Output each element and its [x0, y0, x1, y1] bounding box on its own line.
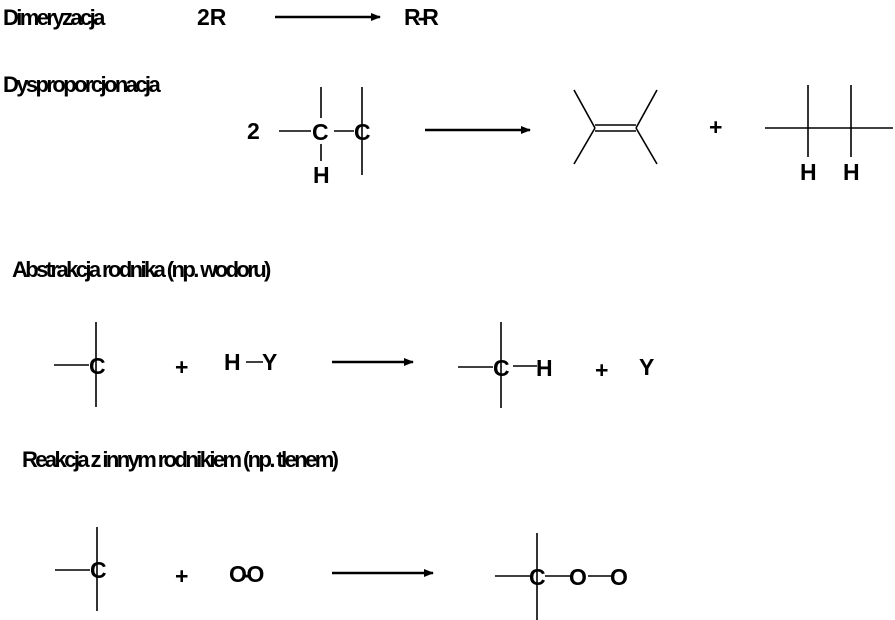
atom-h: H: [843, 159, 860, 185]
abstraction-title: Abstrakcja rodnika (np. wodoru): [12, 257, 271, 282]
coefficient-2: 2: [247, 118, 260, 144]
alkane-structure: H H: [765, 85, 893, 185]
plus-sign: +: [175, 563, 188, 589]
atom-o: O: [610, 564, 628, 590]
atom-c: C: [529, 564, 546, 590]
oxygen-molecule: O-O: [229, 561, 264, 587]
dimerization-title: Dimeryzacja: [3, 5, 106, 30]
radical-reaction-section: Reakcja z innym rodnikiem (np. tlenem) C…: [22, 447, 628, 620]
disproportionation-title: Dysproporcjonacja: [3, 72, 161, 97]
product-r-r: R-R: [404, 4, 439, 30]
disproportionation-section: Dysproporcjonacja 2 C C H + H H: [3, 72, 893, 188]
atom-h: H: [800, 159, 817, 185]
atom-o: O: [569, 564, 587, 590]
plus-sign: +: [595, 357, 608, 383]
atom-c: C: [89, 353, 106, 379]
atom-y: Y: [262, 349, 277, 375]
atom-h: H: [313, 162, 330, 188]
atom-y: Y: [639, 354, 654, 380]
atom-c: C: [90, 557, 107, 583]
atom-c: C: [493, 355, 510, 381]
atom-h: H: [536, 355, 553, 381]
plus-sign: +: [709, 114, 722, 140]
radical-reaction-title: Reakcja z innym rodnikiem (np. tlenem): [22, 447, 339, 472]
atom-h: H: [224, 349, 241, 375]
abstraction-section: Abstrakcja rodnika (np. wodoru) C + H Y …: [12, 257, 654, 408]
reactant-2r: 2R: [197, 4, 227, 30]
plus-sign: +: [175, 354, 188, 380]
alkene-structure: [573, 89, 658, 165]
atom-c: C: [312, 119, 329, 145]
dimerization-section: Dimeryzacja 2R R-R: [3, 4, 442, 30]
